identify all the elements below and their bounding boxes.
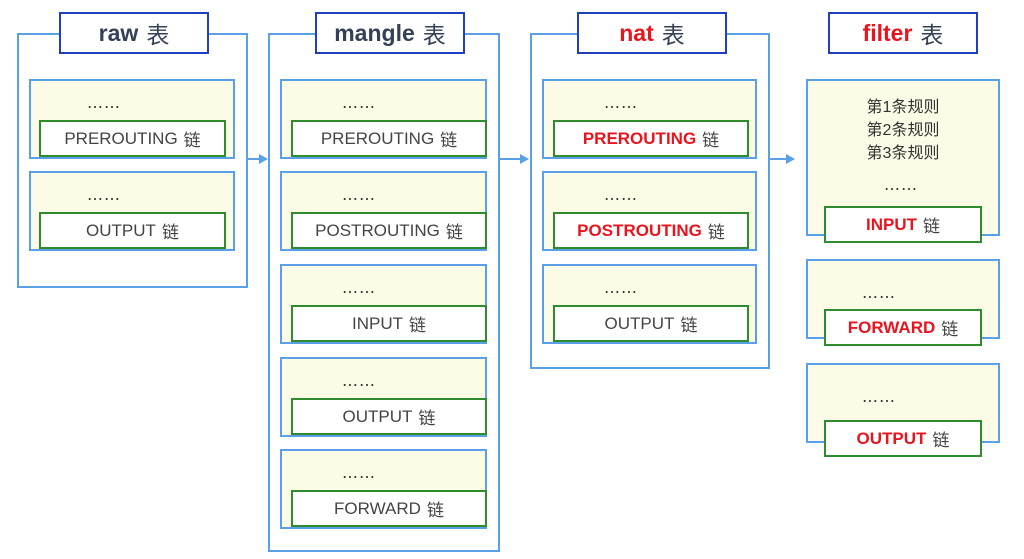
table-title-filter: filter 表	[828, 12, 978, 54]
chain-suffix: 链	[445, 223, 463, 242]
table-title-nat: nat 表	[577, 12, 727, 54]
table-suffix: 表	[920, 22, 944, 48]
chain-name: POSTROUTING	[315, 220, 440, 240]
rule-item: 第2条规则	[866, 122, 940, 139]
chain-label-filter-input: INPUT 链	[824, 206, 982, 243]
table-suffix: 表	[146, 22, 170, 48]
table-name: mangle	[334, 19, 415, 46]
ellipsis: ……	[884, 175, 918, 194]
chain-suffix: 链	[932, 431, 950, 450]
chain-label-nat-output: OUTPUT 链	[553, 305, 749, 342]
chain-suffix: 链	[183, 131, 201, 150]
arrow-nat-to-filter	[770, 154, 796, 164]
table-title-raw: raw 表	[59, 12, 209, 54]
chain-label-mangle-output: OUTPUT 链	[291, 398, 487, 435]
ellipsis: ……	[87, 93, 121, 112]
chain-name: PREROUTING	[64, 128, 178, 148]
chain-suffix: 链	[409, 316, 426, 335]
chain-name: PREROUTING	[320, 128, 435, 148]
ellipsis: ……	[342, 278, 376, 297]
chain-suffix: 链	[680, 316, 698, 335]
chain-name: FORWARD	[334, 498, 421, 518]
ellipsis: ……	[87, 185, 121, 204]
chain-name: PREROUTING	[582, 128, 697, 148]
ellipsis: ……	[862, 283, 896, 302]
ellipsis: ……	[342, 371, 376, 390]
chain-label-mangle-input: INPUT 链	[291, 305, 487, 342]
chain-name: FORWARD	[847, 317, 936, 337]
table-name: nat	[619, 19, 654, 46]
table-suffix: 表	[661, 22, 685, 48]
ellipsis: ……	[342, 463, 376, 482]
arrow-mangle-to-nat	[500, 154, 530, 164]
chain-name: OUTPUT	[604, 313, 675, 333]
chain-suffix: 链	[702, 131, 720, 150]
chain-label-filter-forward: FORWARD 链	[824, 309, 982, 346]
table-name: raw	[98, 19, 139, 46]
chain-label-nat-prerouting: PREROUTING 链	[553, 120, 749, 157]
chain-name: OUTPUT	[86, 220, 156, 240]
ellipsis: ……	[862, 387, 896, 406]
chain-label-nat-postrouting: POSTROUTING 链	[553, 212, 749, 249]
chain-suffix: 链	[707, 223, 725, 242]
rule-item: 第1条规则	[866, 99, 940, 116]
chain-name: OUTPUT	[856, 428, 927, 448]
ellipsis: ……	[604, 278, 638, 297]
arrow-raw-to-mangle	[248, 154, 268, 164]
table-title-mangle: mangle 表	[315, 12, 465, 54]
chain-suffix: 链	[161, 223, 179, 242]
chain-label-filter-output: OUTPUT 链	[824, 420, 982, 457]
table-suffix: 表	[422, 22, 446, 48]
table-name: filter	[862, 19, 913, 46]
rule-item: 第3条规则	[866, 145, 940, 162]
chain-label-raw-prerouting: PREROUTING 链	[39, 120, 226, 157]
chain-name: INPUT	[866, 214, 917, 234]
chain-name: OUTPUT	[342, 406, 413, 426]
rule-list: 第1条规则 第2条规则 第3条规则	[808, 96, 998, 165]
ellipsis: ……	[604, 185, 638, 204]
ellipsis: ……	[604, 93, 638, 112]
chain-suffix: 链	[418, 409, 436, 428]
chain-suffix: 链	[923, 217, 940, 236]
chain-name: POSTROUTING	[577, 220, 702, 240]
ellipsis: ……	[342, 185, 376, 204]
chain-label-raw-output: OUTPUT 链	[39, 212, 226, 249]
chain-label-mangle-prerouting: PREROUTING 链	[291, 120, 487, 157]
chain-suffix: 链	[426, 501, 444, 520]
chain-suffix: 链	[440, 131, 458, 150]
chain-name: INPUT	[352, 313, 403, 333]
ellipsis: ……	[342, 93, 376, 112]
chain-label-mangle-postrouting: POSTROUTING 链	[291, 212, 487, 249]
chain-suffix: 链	[941, 320, 959, 339]
chain-label-mangle-forward: FORWARD 链	[291, 490, 487, 527]
